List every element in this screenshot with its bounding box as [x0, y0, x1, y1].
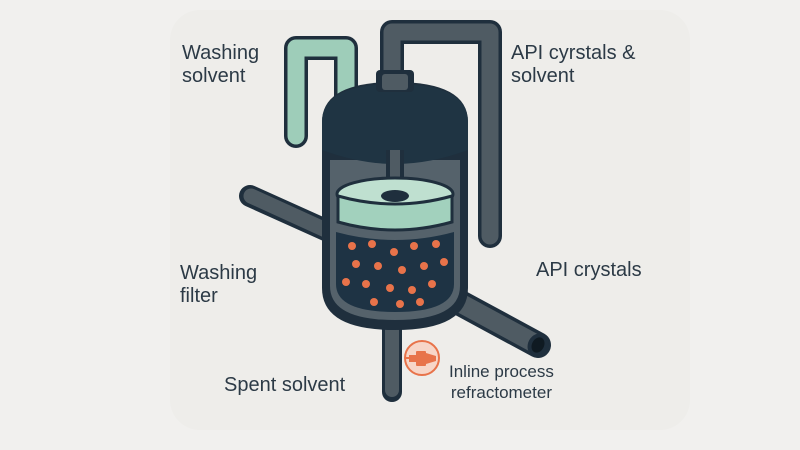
washing-solvent-inlet-pipe — [284, 36, 358, 148]
label-washing-filter: Washing filter — [180, 262, 258, 307]
crystal-dots — [342, 240, 448, 308]
refractometer-sensor-icon — [404, 340, 440, 376]
label-spent-solvent: Spent solvent — [224, 374, 346, 396]
label-api-crystals: API crystals — [536, 259, 642, 281]
crystal-slurry — [336, 232, 454, 312]
label-inline-refractometer: Inline process refractometer — [449, 362, 554, 402]
washing-filter-pipe — [239, 185, 341, 243]
label-api-crystals-solvent: API cyrstals & solvent — [511, 42, 636, 87]
label-washing-solvent: Washing solvent — [182, 42, 260, 87]
filter-cake — [335, 176, 455, 232]
api-crystals-solvent-inlet-pipe — [380, 20, 502, 248]
